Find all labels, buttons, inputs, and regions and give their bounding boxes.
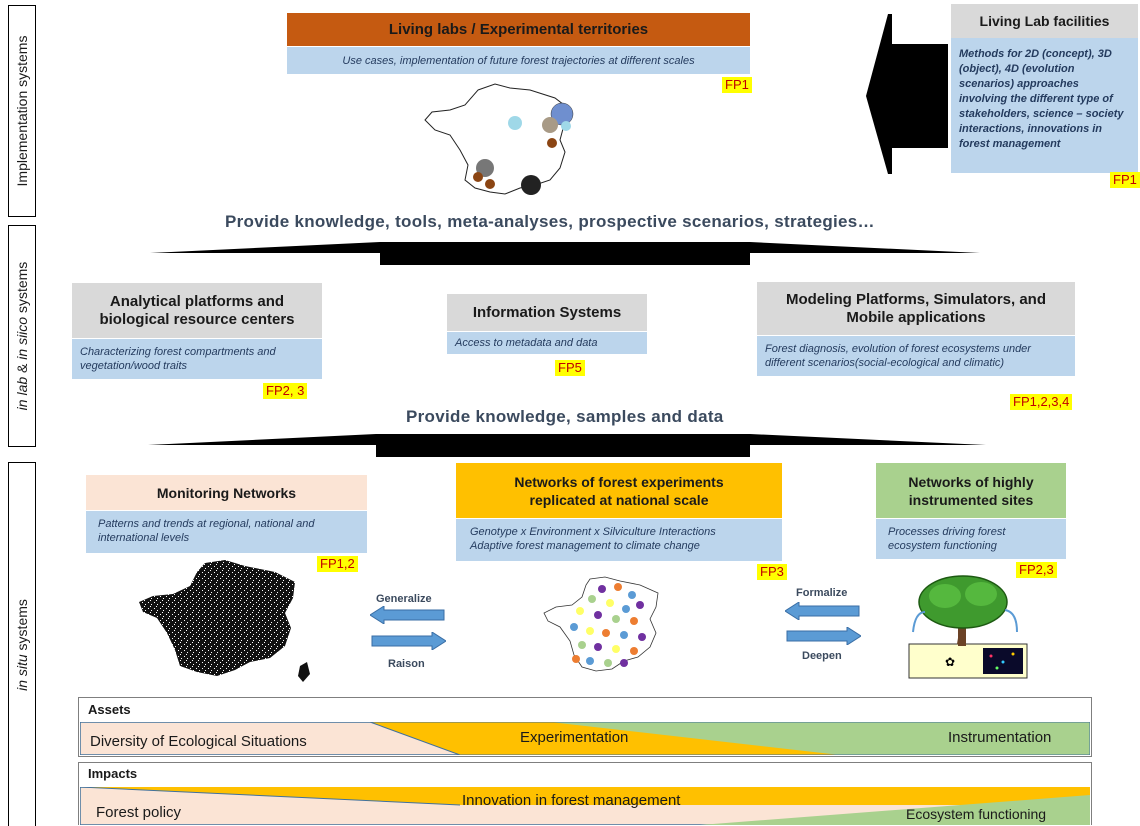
facilities-fp: FP1	[1110, 172, 1140, 188]
deepen-label: Deepen	[802, 650, 842, 662]
experiment-sites	[570, 583, 646, 667]
banner-top-text: Provide knowledge, tools, meta-analyses,…	[225, 212, 875, 231]
generalize-label: Generalize	[376, 593, 432, 605]
facilities-arrow	[866, 14, 948, 174]
facilities-desc: Methods for 2D (concept), 3D (object), 4…	[951, 38, 1138, 173]
side-box-implementation: Implementation systems	[8, 5, 36, 217]
lab-site-8	[485, 179, 495, 189]
instrumented-fp: FP2,3	[1016, 562, 1057, 578]
analytical-desc: Characterizing forest compartments and v…	[72, 339, 322, 379]
instrumented-desc: Processes driving forest ecosystem funct…	[876, 519, 1066, 559]
experiments-fp: FP3	[757, 564, 787, 580]
modeling-desc: Forest diagnosis, evolution of forest ec…	[757, 336, 1075, 376]
banner-top-wedge	[150, 242, 980, 265]
living-labs-france-map	[424, 83, 574, 195]
formalize-arrow	[785, 602, 860, 620]
impacts-title: Impacts	[88, 766, 138, 781]
monitoring-fp: FP1,2	[317, 556, 358, 572]
impacts-ecosystem-label: Ecosystem functioning	[906, 806, 1047, 822]
lab-site-4	[508, 116, 522, 130]
lab-site-2	[542, 117, 558, 133]
analytical-fp: FP2, 3	[263, 383, 308, 399]
lab-site-3	[561, 121, 571, 131]
impacts-gradient-bar	[80, 787, 1090, 825]
analytical-header: Analytical platforms and biological reso…	[72, 283, 322, 338]
in-lab-in-silico-label: in lab & in siico systems	[14, 261, 30, 411]
side-box-in-lab: in lab & in siico systems	[8, 225, 36, 447]
instrumented-tree-illustration: ✿	[908, 575, 1028, 679]
monitoring-header: Monitoring Networks	[86, 475, 367, 510]
impacts-forest-policy-label: Forest policy	[96, 804, 182, 821]
lab-site-9	[521, 175, 541, 195]
raison-label: Raison	[388, 658, 425, 670]
lab-site-7	[473, 172, 483, 182]
experiments-france-map	[543, 576, 659, 672]
modeling-fp: FP1,2,3,4	[1010, 394, 1073, 410]
lab-site-6	[476, 159, 494, 177]
experiments-desc-line2: Adaptive forest management to climate ch…	[470, 540, 700, 552]
monitoring-desc: Patterns and trends at regional, nationa…	[86, 511, 367, 553]
generalize-arrow	[370, 606, 445, 624]
living-labs-desc: Use cases, implementation of future fore…	[287, 47, 750, 74]
assets-gradient-bar	[80, 722, 1090, 755]
in-situ-systems-label: in situ systems	[14, 598, 30, 691]
implementation-systems-label: Implementation systems	[14, 35, 30, 187]
assets-diversity-label: Diversity of Ecological Situations	[90, 733, 307, 750]
facilities-header: Living Lab facilities	[951, 4, 1138, 38]
lab-site-5	[547, 138, 557, 148]
living-labs-header: Living labs / Experimental territories	[287, 13, 750, 46]
forest-cover-france-map	[139, 560, 310, 682]
formalize-label: Formalize	[796, 587, 848, 599]
assets-title: Assets	[88, 702, 131, 717]
information-header: Information Systems	[447, 294, 647, 331]
instrumented-header: Networks of highly instrumented sites	[876, 463, 1066, 518]
side-box-in-situ: in situ systems	[8, 462, 36, 826]
information-fp: FP5	[555, 360, 585, 376]
living-labs-fp: FP1	[722, 77, 752, 93]
experiments-desc-line1: Genotype x Environment x Silviculture In…	[470, 526, 716, 538]
deepen-arrow	[786, 627, 861, 645]
banner-mid-wedge	[148, 434, 986, 457]
experiments-header: Networks of forest experiments replicate…	[456, 463, 782, 518]
information-desc: Access to metadata and data	[447, 332, 647, 354]
banner-mid-text: Provide knowledge, samples and data	[406, 407, 724, 426]
svg-text:✿: ✿	[945, 655, 955, 669]
assets-instrumentation-label: Instrumentation	[948, 729, 1052, 746]
impacts-innovation-label: Innovation in forest management	[462, 792, 681, 809]
assets-experimentation-label: Experimentation	[520, 729, 629, 746]
modeling-header: Modeling Platforms, Simulators, and Mobi…	[757, 282, 1075, 335]
experiments-desc: Genotype x Environment x Silviculture In…	[456, 519, 782, 561]
raison-arrow	[371, 632, 446, 650]
